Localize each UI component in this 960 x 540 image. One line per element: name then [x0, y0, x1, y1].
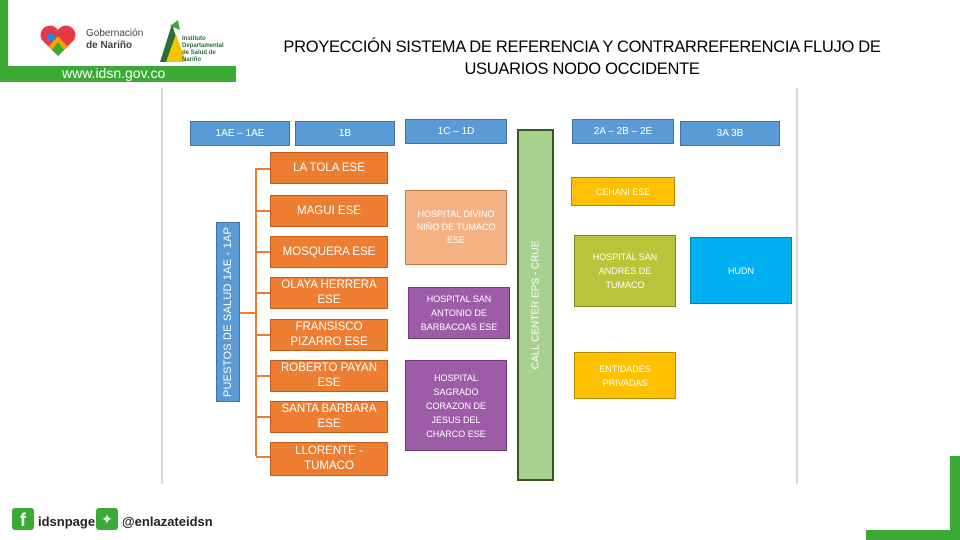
hospital-san-antonio: HOSPITAL SAN ANTONIO DE BARBACOAS ESE	[408, 287, 510, 339]
connector-branch	[256, 292, 270, 294]
connector-branch	[256, 210, 270, 212]
page-title: PROYECCIÓN SISTEMA DE REFERENCIA Y CONTR…	[283, 38, 881, 78]
connector-branch	[256, 416, 270, 418]
panel-edge-right	[796, 88, 798, 484]
corner-accent-horizontal	[866, 530, 960, 540]
facility-santa-barbara: SANTA BARBARA ESE	[270, 401, 388, 433]
gobernacion-name: Gobernación de Nariño	[86, 28, 143, 52]
connector-branch	[256, 456, 270, 458]
heart-logo-icon	[40, 25, 76, 56]
website-link[interactable]: www.idsn.gov.co	[62, 65, 166, 81]
hospital-san-andres: HOSPITAL SAN ANDRES DE TUMACO	[574, 235, 676, 307]
hospital-divino-nino: HOSPITAL DIVINO NIÑO DE TUMACO ESE	[405, 190, 507, 265]
call-center-crue: CALL CENTER EPS - CRUE	[517, 129, 554, 481]
facility-mosquera: MOSQUERA ESE	[270, 236, 388, 268]
call-center-label: CALL CENTER EPS - CRUE	[530, 240, 541, 370]
level-header-1ae: 1AE – 1AE	[190, 121, 290, 146]
entidades-privadas: ENTIDADES PRIVADAS	[574, 352, 676, 399]
facility-magui: MAGUI ESE	[270, 195, 388, 227]
facebook-handle[interactable]: idsnpage	[38, 514, 96, 529]
gobernacion-line1: Gobernación	[86, 28, 144, 39]
brand-stripe-horizontal	[0, 66, 236, 82]
facebook-icon[interactable]: f	[12, 508, 34, 530]
twitter-handle[interactable]: @enlazateidsn	[122, 514, 213, 529]
facility-roberto-payan: ROBERTO PAYAN ESE	[270, 360, 388, 392]
facility-fransisco-pizarro: FRANSISCO PIZARRO ESE	[270, 319, 388, 351]
level-header-2a-2b-2e: 2A – 2B – 2E	[572, 119, 674, 144]
institute-name: Instituto Departamental de Salud de Nari…	[182, 36, 224, 63]
hospital-sagrado-corazon: HOSPITAL SAGRADO CORAZON DE JESUS DEL CH…	[405, 360, 507, 451]
facility-olaya-herrera: OLAYA HERRERA ESE	[270, 277, 388, 309]
connector-branch	[256, 375, 270, 377]
brand-stripe-vertical	[0, 0, 8, 82]
corner-accent-vertical	[950, 456, 960, 540]
panel-edge-left	[161, 88, 163, 484]
connector-vertical	[255, 168, 257, 456]
twitter-icon[interactable]: ✦	[96, 508, 118, 530]
level-header-1b: 1B	[295, 121, 395, 146]
side-label-text: PUESTOS DE SALUD 1AE - 1AP	[222, 226, 234, 398]
connector-branch	[256, 251, 270, 253]
facility-la-tola: LA TOLA ESE	[270, 152, 388, 184]
institute-logo-icon	[160, 20, 186, 62]
cehani: CEHANI ESE	[571, 177, 675, 206]
side-label-puestos-salud: PUESTOS DE SALUD 1AE - 1AP	[216, 222, 240, 402]
level-header-1c-1d: 1C – 1D	[405, 119, 507, 144]
facility-llorente-tumaco: LLORENTE - TUMACO	[270, 442, 388, 476]
connector-horizontal-main	[240, 312, 256, 314]
level-header-3a-3b: 3A 3B	[680, 121, 780, 146]
connector-branch	[256, 334, 270, 336]
connector-branch	[256, 168, 270, 170]
hudn: HUDN	[690, 237, 792, 304]
gobernacion-line2: de Nariño	[86, 40, 133, 51]
